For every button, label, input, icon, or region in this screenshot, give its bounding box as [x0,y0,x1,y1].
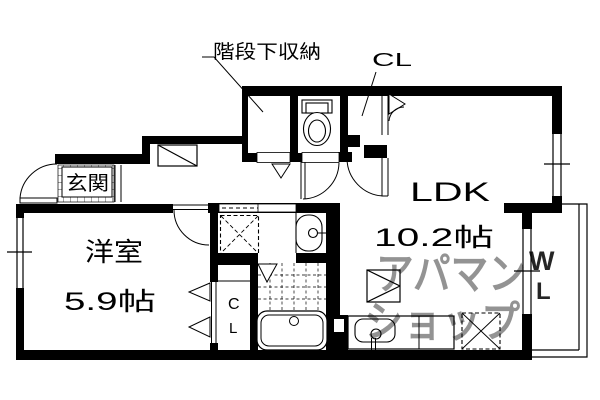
shoe-cabinet-icon [157,144,198,167]
upper-closet [381,93,406,135]
toilet-door-opening [301,152,340,163]
western-room-door [173,204,210,246]
lower-closet-label-l: L [229,320,237,337]
toilet-door [300,162,340,200]
closet-leader-line [361,71,377,117]
counter-icon [366,269,401,303]
lower-closet: C L [187,280,250,344]
balcony [532,203,588,358]
storage-label: 階段下収納 [213,41,321,63]
callouts: 階段下収納 CL [202,41,412,117]
bathtub-icon [256,310,328,351]
washroom-sliding-door [218,203,297,213]
watermark: アパマン ショップ W L [364,246,555,347]
bathroom-door-swing-icon [257,263,278,284]
storage-door-swing-icon [271,163,291,179]
closet-door-arc [388,106,405,122]
ldk-size-label: 10.2帖 [374,224,494,252]
ldk-label: LDK [410,177,490,207]
lower-closet-label-c: C [228,296,240,313]
wall-notch [334,319,344,332]
kitchen-faucet-pipes [371,338,376,360]
window-right-upper [544,134,570,196]
closet-door-line [381,96,389,135]
entrance-area: 玄関 [19,144,198,204]
hall-ldk-door [346,158,389,197]
entrance-step-line [114,165,122,202]
window-left [7,213,32,290]
watermark-mark-l: L [536,278,551,305]
bathroom [256,263,328,351]
watermark-mark-w: W [529,246,555,276]
washing-machine-icon [219,214,260,255]
toilet-room [300,99,340,200]
watermark-line1: アパマン [376,251,526,299]
windows [7,134,570,314]
kitchen [347,315,455,360]
storage-door-opening [256,152,291,163]
western-room-size-label: 5.9帖 [64,288,156,316]
western-room-label: 洋室 [85,237,143,267]
folding-door [187,282,217,344]
appliance-space-icon [461,312,501,350]
entrance-label: 玄関 [66,172,109,195]
closet-door-swing-icon [388,93,406,115]
washroom [218,203,328,255]
upper-closet-label: CL [372,50,412,70]
toilet-icon [301,99,333,147]
front-door [19,163,58,204]
entrance-label-box [61,166,113,198]
washbasin-icon [295,213,328,253]
watermark-line2: ショップ [364,299,520,347]
window-balcony-door [514,229,540,314]
storage-room [256,152,291,179]
storage-leader-line [202,56,264,113]
